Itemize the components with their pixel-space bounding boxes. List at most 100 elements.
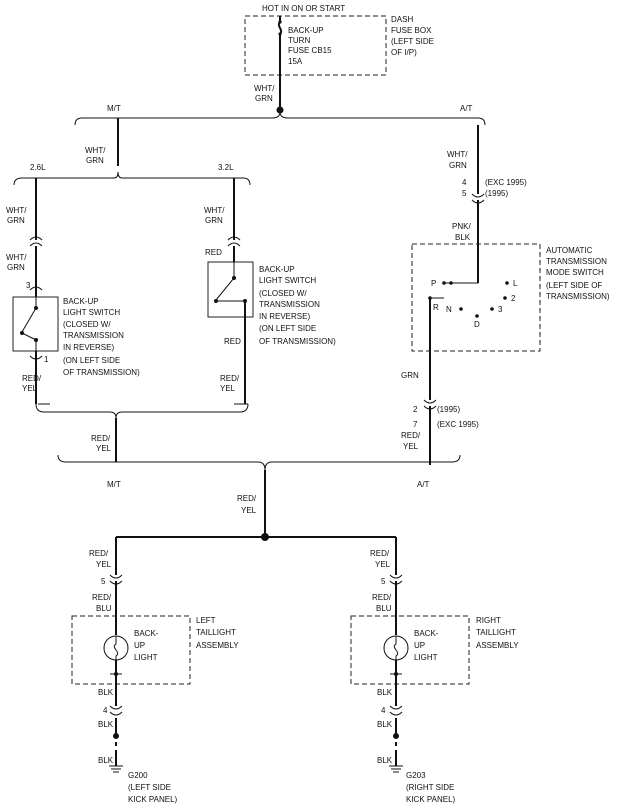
at-out-wire-1: RED/: [401, 431, 421, 440]
right-ground-pin: 4: [381, 706, 386, 715]
ground-left-loc-2: KICK PANEL): [128, 795, 178, 804]
sw26-out-wire-1: RED/: [22, 374, 42, 383]
at-grn-wire: GRN: [401, 371, 419, 380]
at-lower-note-2: (EXC 1995): [437, 420, 479, 429]
mode-pos-r: R: [433, 303, 439, 312]
dash-fuse-box: HOT IN ON OR START BACK-UP TURN FUSE CB1…: [244, 4, 434, 76]
left-assembly-name-1: LEFT: [196, 616, 216, 625]
fuse-box-name-4: OF I/P): [391, 48, 417, 57]
switch-26-branch: WHT/ GRN WHT/ GRN 3 BACK-UP LIGHT SWITCH…: [6, 178, 140, 405]
fuse-box-name-2: FUSE BOX: [391, 26, 432, 35]
sw26-top-pin: 3: [26, 281, 31, 290]
sw32-label-6: (ON LEFT SIDE: [259, 324, 316, 333]
sw26-label-4: TRANSMISSION: [63, 331, 124, 340]
fuse-box-name-1: DASH: [391, 15, 413, 24]
connector-at-upper: [471, 193, 485, 204]
mt-switch-join-brace: RED/ YEL: [35, 403, 249, 462]
ground-right-loc-1: (RIGHT SIDE: [406, 783, 454, 792]
sw26-label-5: IN REVERSE): [63, 343, 114, 352]
at-out-wire-2: YEL: [403, 442, 419, 451]
sw26-label-1: BACK-UP: [63, 297, 99, 306]
sw32-label-4: TRANSMISSION: [259, 300, 320, 309]
left-taillight-branch: RED/ YEL 5 RED/ BLU BACK- UP LIGHT LEFT …: [71, 537, 239, 804]
mode-pos-d: D: [474, 320, 480, 329]
left-in-wire-1: RED/: [89, 549, 109, 558]
feed-wire: WHT/ GRN: [254, 75, 284, 114]
connector-at-lower: [423, 399, 437, 410]
left-ground-connector: [109, 705, 123, 716]
bottom-brace-at-label: A/T: [417, 480, 430, 489]
switch-32-branch: WHT/ GRN RED BACK-UP LIGHT SWITCH (CLOSE…: [204, 178, 336, 405]
engine-26-label: 2.6L: [30, 163, 46, 172]
connector-32-inline: [227, 236, 241, 247]
sw26-wire-b-1: WHT/: [6, 253, 27, 262]
sw32-switch-box: [207, 261, 254, 318]
left-lamp-label-2: UP: [134, 641, 145, 650]
mode-pos-p: P: [431, 279, 436, 288]
left-assembly-name-2: TAILLIGHT: [196, 628, 236, 637]
mode-switch-name-5: TRANSMISSION): [546, 292, 610, 301]
mt-wire-color-2: GRN: [86, 156, 104, 165]
sw32-out-wire-1: RED/: [220, 374, 240, 383]
sw32-out-wire-2: YEL: [220, 384, 236, 393]
fuse-box-outline: [244, 15, 387, 76]
mode-pos-3: 3: [498, 305, 503, 314]
sw26-wire-a-1: WHT/: [6, 206, 27, 215]
common-wire-2: YEL: [241, 506, 257, 515]
mode-switch: P L R 2 N 3 D AUTOMATIC TRANSMISSION MOD…: [401, 243, 610, 465]
ground-right-name: G203: [406, 771, 426, 780]
right-blk-wire-2: BLK: [377, 720, 393, 729]
left-ground-icon: [109, 765, 123, 773]
fuse-line-4: 15A: [288, 57, 303, 66]
right-lamp-label-3: LIGHT: [414, 653, 438, 662]
at-pnk-wire-2: BLK: [455, 233, 471, 242]
right-ground-icon: [389, 765, 403, 773]
fuse-line-2: TURN: [288, 36, 310, 45]
right-in-wire-1: RED/: [370, 549, 390, 558]
top-option-brace: M/T A/T: [74, 104, 486, 126]
top-brace-at-label: A/T: [460, 104, 473, 113]
fuse-line-1: BACK-UP: [288, 26, 324, 35]
sw32-switch-contact: [215, 262, 235, 301]
left-blk-wire-3: BLK: [98, 756, 114, 765]
ground-left-name: G200: [128, 771, 148, 780]
mt-branch: WHT/ GRN 2.6L 3.2L: [13, 118, 251, 186]
ground-left-loc-1: (LEFT SIDE: [128, 783, 171, 792]
sw32-label-5: IN REVERSE): [259, 312, 310, 321]
right-assembly-name-3: ASSEMBLY: [476, 641, 519, 650]
sw32-in-wire: RED: [205, 248, 222, 257]
right-assembly-name-2: TAILLIGHT: [476, 628, 516, 637]
sw32-label-2: LIGHT SWITCH: [259, 276, 316, 285]
feed-wire-color-1: WHT/: [254, 84, 275, 93]
left-assembly-name-3: ASSEMBLY: [196, 641, 239, 650]
sw26-label-2: LIGHT SWITCH: [63, 308, 120, 317]
mt-join-wire-1: RED/: [91, 434, 111, 443]
top-brace-mt-label: M/T: [107, 104, 121, 113]
sw26-label-3: (CLOSED W/: [63, 320, 111, 329]
at-upper-note-2: (1995): [485, 189, 508, 198]
right-taillight-branch: RED/ YEL 5 RED/ BLU BACK- UP LIGHT RIGHT…: [350, 537, 519, 804]
mt-wire-color-1: WHT/: [85, 146, 106, 155]
left-in-wire-2: YEL: [96, 560, 112, 569]
at-upper-pin-2: 5: [462, 189, 467, 198]
bottom-brace-mt-label: M/T: [107, 480, 121, 489]
left-blu-wire-1: RED/: [92, 593, 112, 602]
at-wire-color-2: GRN: [449, 161, 467, 170]
fuse-line-3: FUSE CB15: [288, 46, 332, 55]
right-in-wire-2: YEL: [375, 560, 391, 569]
mode-switch-name-3: MODE SWITCH: [546, 268, 604, 277]
ground-right-loc-2: KICK PANEL): [406, 795, 456, 804]
sw32-wire-a-2: GRN: [205, 216, 223, 225]
left-lamp-pin: 5: [101, 577, 106, 586]
fuse-cb15-symbol: [277, 16, 283, 75]
connector-26-inline: [29, 236, 43, 247]
right-lamp-connector: [389, 574, 403, 585]
engine-option-brace: [13, 171, 251, 186]
right-taillight-assembly: [350, 615, 470, 685]
sw26-wire-b-2: GRN: [7, 263, 25, 272]
mt-join-wire-2: YEL: [96, 444, 112, 453]
left-blk-wire-2: BLK: [98, 720, 114, 729]
left-lamp-label-1: BACK-: [134, 629, 159, 638]
mode-switch-name-2: TRANSMISSION: [546, 257, 607, 266]
left-lamp-connector: [109, 574, 123, 585]
